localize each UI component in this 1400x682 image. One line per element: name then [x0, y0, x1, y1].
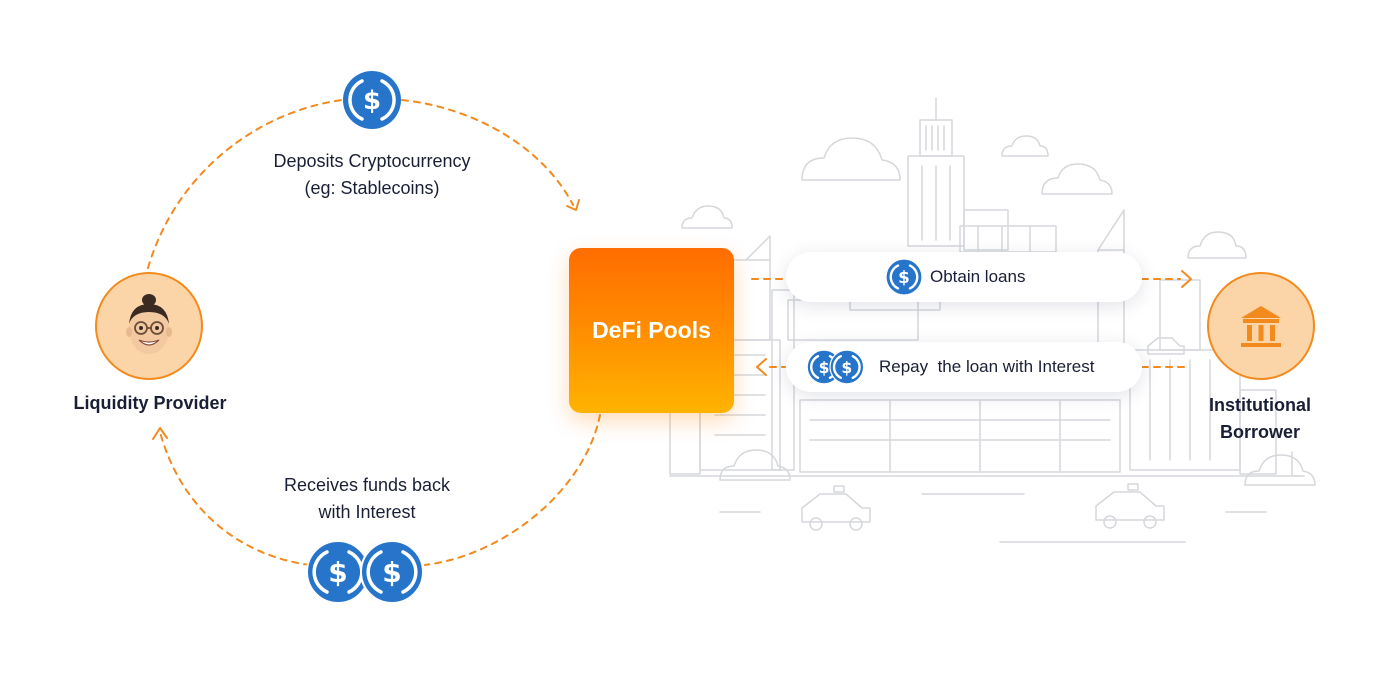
svg-text:$: $ — [382, 556, 401, 589]
deposit-label-line2: (eg: Stablecoins) — [304, 178, 440, 198]
bank-building-icon — [1241, 306, 1281, 347]
svg-text:$: $ — [819, 359, 830, 377]
double-coin-icon: $ $ — [806, 349, 865, 385]
liquidity-provider-node — [95, 272, 203, 380]
receive-label-line1: Receives funds back — [283, 475, 451, 495]
memoji-avatar-icon — [126, 294, 172, 354]
receive-label: Receives funds back with Interest — [217, 472, 517, 526]
usdc-coin-icon: $ — [343, 71, 401, 129]
liquidity-provider-label: Liquidity Provider — [73, 393, 227, 413]
defi-pools-label: DeFi Pools — [592, 317, 711, 343]
svg-text:$: $ — [841, 359, 852, 377]
arrow-head-pool — [566, 199, 580, 211]
svg-text:$: $ — [898, 267, 910, 287]
institutional-borrower-node — [1207, 272, 1315, 380]
usdc-coin-icon: $ — [886, 259, 922, 295]
defi-pools-box: DeFi Pools — [569, 248, 734, 413]
repay-pill: $ $ Repay the loan with Interest — [786, 342, 1142, 392]
borrower-label-line2: Borrower — [1219, 422, 1300, 442]
obtain-loans-pill: $ Obtain loans — [786, 252, 1142, 302]
arrow-head-repay — [756, 358, 767, 376]
repay-label: Repay the loan with Interest — [879, 357, 1095, 376]
double-coin-icon: $ $ — [306, 540, 424, 604]
deposit-label: Deposits Cryptocurrency (eg: Stablecoins… — [222, 148, 522, 202]
institutional-borrower-label: Institutional Borrower — [1160, 392, 1360, 446]
deposit-label-line1: Deposits Cryptocurrency — [273, 151, 471, 171]
svg-text:$: $ — [363, 86, 381, 116]
borrower-label-line1: Institutional — [1209, 395, 1311, 415]
arrow-head-borrower — [1181, 270, 1192, 288]
obtain-loans-label: Obtain loans — [930, 267, 1026, 286]
receive-label-line2: with Interest — [318, 502, 416, 522]
svg-text:$: $ — [328, 556, 347, 589]
arrow-head-provider — [152, 427, 168, 440]
